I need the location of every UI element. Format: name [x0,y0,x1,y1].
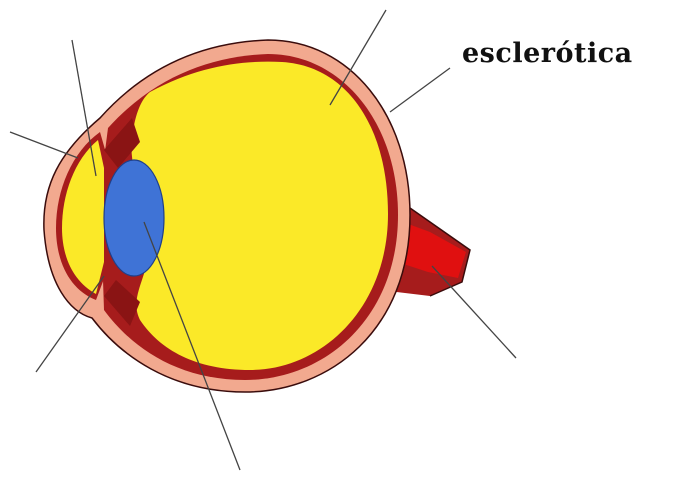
label-sclera: esclerótica [462,38,633,69]
leader-line-sclera [390,68,450,112]
lens [104,160,164,276]
leader-line-aqueous [10,132,78,158]
leader-line-optic-nerve [432,266,516,358]
